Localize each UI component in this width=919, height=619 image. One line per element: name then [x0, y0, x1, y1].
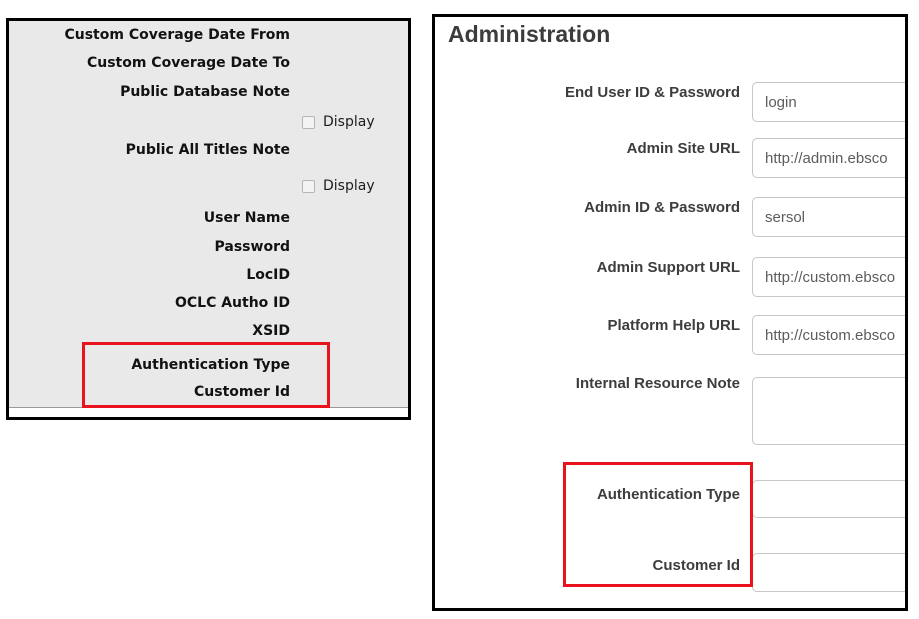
field-label-custom-coverage-date-to: Custom Coverage Date To — [86, 55, 290, 71]
display-checkbox-row-1: Display — [302, 114, 375, 130]
admin-support-url-input[interactable] — [752, 257, 905, 297]
field-label-public-all-titles-note: Public All Titles Note — [125, 142, 290, 158]
customer-id-input[interactable] — [752, 553, 905, 592]
field-label-admin-id-password: Admin ID & Password — [584, 199, 740, 216]
display-checkbox-1[interactable] — [302, 115, 315, 129]
page-title: Administration — [448, 21, 611, 47]
legacy-form-panel: Custom Coverage Date From Custom Coverag… — [6, 18, 411, 420]
field-label-locid: LocID — [246, 267, 290, 283]
authentication-type-input[interactable] — [752, 480, 905, 518]
administration-panel: Administration End User ID & Password Ad… — [432, 14, 908, 611]
field-label-internal-resource-note: Internal Resource Note — [575, 375, 740, 392]
field-label-end-user-id-password: End User ID & Password — [564, 84, 740, 101]
display-checkbox-row-2: Display — [302, 178, 375, 194]
field-label-admin-site-url: Admin Site URL — [626, 140, 740, 157]
display-checkbox-label-2: Display — [323, 178, 375, 194]
field-label-xsid: XSID — [252, 323, 290, 339]
field-label-customer-id: Customer Id — [194, 384, 290, 400]
field-label-public-database-note: Public Database Note — [120, 84, 290, 100]
end-user-id-password-input[interactable] — [752, 82, 905, 122]
field-label-admin-support-url: Admin Support URL — [596, 259, 740, 276]
field-label-authentication-type-admin: Authentication Type — [596, 486, 740, 503]
platform-help-url-input[interactable] — [752, 315, 905, 355]
admin-id-password-input[interactable] — [752, 197, 905, 237]
field-label-password: Password — [214, 239, 290, 255]
internal-resource-note-textarea[interactable] — [752, 377, 905, 445]
admin-site-url-input[interactable] — [752, 138, 905, 178]
field-label-authentication-type: Authentication Type — [131, 357, 290, 373]
display-checkbox-label-1: Display — [323, 114, 375, 130]
field-label-custom-coverage-date-from: Custom Coverage Date From — [64, 27, 290, 43]
field-label-user-name: User Name — [203, 210, 290, 226]
field-label-customer-id-admin: Customer Id — [652, 557, 740, 574]
display-checkbox-2[interactable] — [302, 179, 315, 193]
field-label-platform-help-url: Platform Help URL — [607, 317, 740, 334]
field-label-oclc-autho-id: OCLC Autho ID — [174, 295, 290, 311]
